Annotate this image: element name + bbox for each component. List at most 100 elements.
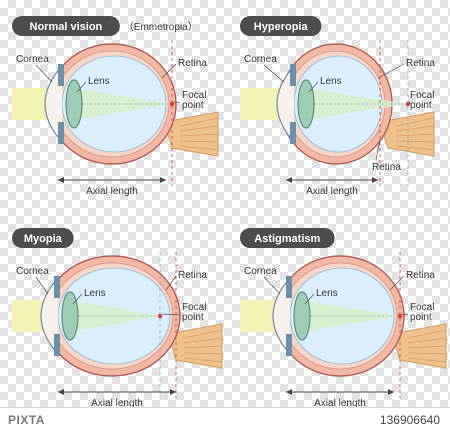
- iris-top: [286, 276, 292, 298]
- lens: [297, 79, 315, 129]
- panel-title: Hyperopia: [254, 21, 309, 33]
- nerve-fiber: [395, 125, 435, 132]
- axial-length-label: Axial length: [86, 186, 138, 197]
- cornea: [44, 65, 63, 143]
- iris-top: [58, 64, 64, 86]
- cornea-leader: [35, 64, 53, 83]
- nerve-fiber: [395, 133, 435, 137]
- cornea: [272, 277, 291, 355]
- focal-leader: [161, 313, 181, 316]
- cornea: [276, 65, 295, 143]
- nerve-fiber: [183, 337, 223, 344]
- cornea-label: Cornea: [16, 54, 49, 65]
- nerve-fiber: [183, 352, 223, 355]
- axial-length-label: Axial length: [91, 398, 143, 408]
- arrow-head-right: [372, 177, 378, 183]
- lens: [293, 291, 311, 341]
- panel-title: Myopia: [24, 233, 63, 245]
- cornea-label: Cornea: [244, 266, 277, 277]
- nerve-fiber: [179, 145, 219, 151]
- nerve-fiber: [183, 357, 223, 363]
- axial-length-label: Axial length: [314, 398, 366, 408]
- focal-point: [405, 101, 411, 107]
- iris-bottom: [290, 122, 296, 144]
- panel-subtitle: （Emmetropia）: [124, 21, 198, 33]
- arrow-head-left: [286, 177, 292, 183]
- nerve-fiber: [183, 329, 223, 339]
- retina-lower-leader: [375, 139, 381, 161]
- iris-top: [290, 64, 296, 86]
- focal-leader: [173, 101, 181, 104]
- retina-label: Retina: [178, 58, 207, 69]
- nerve-fiber: [395, 117, 435, 127]
- panel-title-pill: [12, 16, 120, 36]
- stock-id: 136906640: [379, 413, 440, 427]
- lens: [61, 291, 79, 341]
- iris-top: [54, 276, 60, 298]
- nerve-fiber: [407, 352, 447, 355]
- nerve-fiber: [179, 133, 219, 137]
- lens-label: Lens: [84, 288, 106, 299]
- cornea: [40, 277, 59, 355]
- retina-leader: [389, 275, 405, 291]
- panel-title-pill: [240, 16, 322, 36]
- lens-leader: [72, 293, 83, 305]
- lens-label: Lens: [320, 76, 342, 87]
- iris-bottom: [58, 122, 64, 144]
- focal-point: [157, 313, 163, 319]
- nerve-fiber: [407, 345, 447, 349]
- nerve-fiber: [183, 345, 223, 349]
- iris-bottom: [54, 334, 60, 356]
- nerve-fiber: [395, 145, 435, 151]
- cornea-leader: [35, 276, 49, 295]
- optic-nerve: [391, 323, 447, 369]
- nerve-fiber: [395, 140, 435, 143]
- footer-bar: PIXTA 136906640: [0, 407, 450, 432]
- cornea-leader: [263, 276, 281, 295]
- lens-label: Lens: [88, 76, 110, 87]
- arrow-head-right: [160, 177, 166, 183]
- lens-label: Lens: [316, 288, 338, 299]
- optic-nerve: [379, 111, 435, 157]
- brand-logo: PIXTA: [8, 413, 45, 427]
- nerve-fiber: [407, 337, 447, 344]
- lens: [65, 79, 83, 129]
- focal-point: [397, 313, 403, 319]
- nerve-fiber: [179, 117, 219, 127]
- refracted-light: [306, 88, 408, 120]
- cornea-leader: [263, 64, 285, 83]
- focal-leader: [401, 313, 409, 316]
- lens-leader: [308, 81, 319, 93]
- panel-title-pill: [240, 228, 335, 248]
- lens-leader: [304, 293, 315, 305]
- axial-length-label: Axial length: [306, 186, 358, 197]
- panel-title: Astigmatism: [254, 233, 320, 245]
- retina-leader: [161, 63, 177, 79]
- focal-leader: [407, 101, 411, 104]
- arrow-head-left: [58, 177, 64, 183]
- focal-point: [169, 101, 175, 107]
- cornea-label: Cornea: [244, 54, 277, 65]
- panel-title: Normal vision: [30, 21, 103, 33]
- cornea-label: Cornea: [16, 266, 49, 277]
- nerve-fiber: [179, 125, 219, 132]
- nerve-fiber: [407, 357, 447, 363]
- panel-title-pill: [12, 228, 74, 248]
- lens-leader: [76, 81, 87, 93]
- iris-bottom: [286, 334, 292, 356]
- optic-nerve: [167, 323, 223, 369]
- optic-nerve: [163, 111, 219, 157]
- eye-diagram: Normal vision（Emmetropia）CorneaLensRetin…: [12, 16, 447, 408]
- arrow-head-right: [170, 389, 176, 395]
- retina-leader: [165, 275, 177, 291]
- retina-leader: [377, 63, 405, 79]
- retina-lower-label: Retina: [372, 162, 401, 173]
- arrow-head-right: [388, 389, 394, 395]
